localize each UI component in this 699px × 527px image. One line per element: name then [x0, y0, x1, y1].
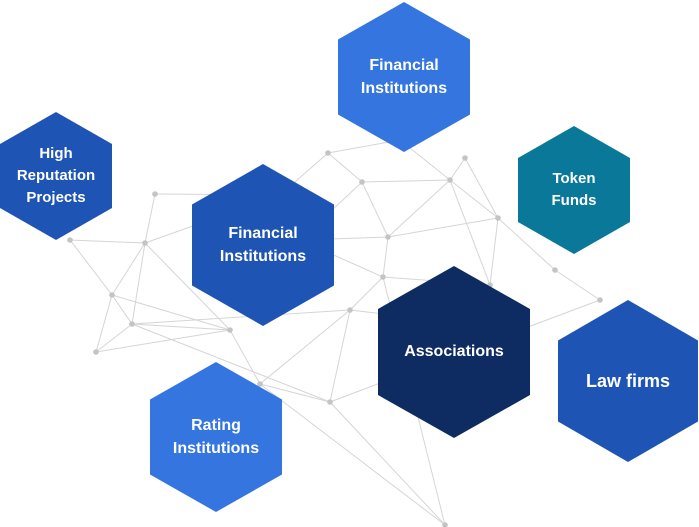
hex-label: High Reputation Projects — [16, 145, 96, 206]
network-edge — [387, 217, 499, 238]
network-node — [129, 321, 135, 327]
network-node — [93, 349, 99, 355]
network-node — [257, 381, 263, 387]
hex-financial-institutions-top: Financial Institutions — [338, 2, 470, 152]
network-edge — [489, 217, 499, 286]
network-edge — [464, 157, 499, 219]
network-edge — [131, 242, 146, 325]
network-node — [67, 237, 73, 243]
network-edge — [144, 242, 231, 331]
network-edge — [111, 294, 231, 331]
network-edge — [449, 179, 499, 219]
network-edge — [144, 193, 156, 244]
network-node — [327, 399, 333, 405]
network-node — [552, 267, 558, 273]
hex-label: Token Funds — [551, 170, 597, 209]
network-edge — [111, 242, 146, 296]
network-node — [597, 297, 603, 303]
network-edge — [95, 323, 133, 353]
network-edge — [349, 276, 384, 311]
network-node — [442, 522, 448, 527]
network-node — [109, 292, 115, 298]
hex-label: Associations — [404, 343, 504, 361]
network-edge — [95, 294, 113, 353]
network-edge — [554, 269, 601, 301]
network-node — [152, 191, 158, 197]
network-edge — [69, 239, 146, 244]
network-edge — [131, 309, 351, 325]
network-edge — [69, 239, 113, 296]
network-edge — [361, 179, 451, 183]
network-edge — [329, 401, 446, 526]
network-edge — [449, 157, 466, 181]
network-edge — [95, 329, 231, 353]
hex-rating-institutions: Rating Institutions — [150, 362, 282, 512]
hex-label: Rating Institutions — [172, 416, 260, 457]
hex-label: Financial Institutions — [219, 224, 307, 265]
hex-label: Law firms — [585, 370, 671, 391]
network-edge — [131, 323, 331, 403]
network-edge — [229, 329, 261, 385]
network-node — [142, 240, 148, 246]
network-edge — [449, 179, 491, 286]
network-node — [495, 215, 501, 221]
network-node — [359, 179, 365, 185]
network-edge — [259, 309, 351, 385]
network-node — [227, 327, 233, 333]
hex-token-funds: Token Funds — [518, 126, 630, 254]
network-edge — [519, 299, 601, 331]
network-edge — [387, 179, 451, 238]
network-edge — [497, 217, 556, 271]
network-edge — [327, 152, 363, 183]
network-node — [462, 155, 468, 161]
network-edge — [361, 181, 389, 238]
network-node — [385, 234, 391, 240]
network-edge — [382, 236, 389, 278]
network-edge — [259, 383, 331, 403]
network-edge — [131, 323, 231, 331]
network-node — [447, 177, 453, 183]
network-node — [325, 150, 331, 156]
network-edge — [259, 383, 446, 526]
network-edge — [329, 309, 351, 403]
hex-label: Financial Institutions — [360, 56, 448, 97]
network-node — [347, 307, 353, 313]
network-edge — [111, 294, 133, 325]
network-node — [380, 274, 386, 280]
